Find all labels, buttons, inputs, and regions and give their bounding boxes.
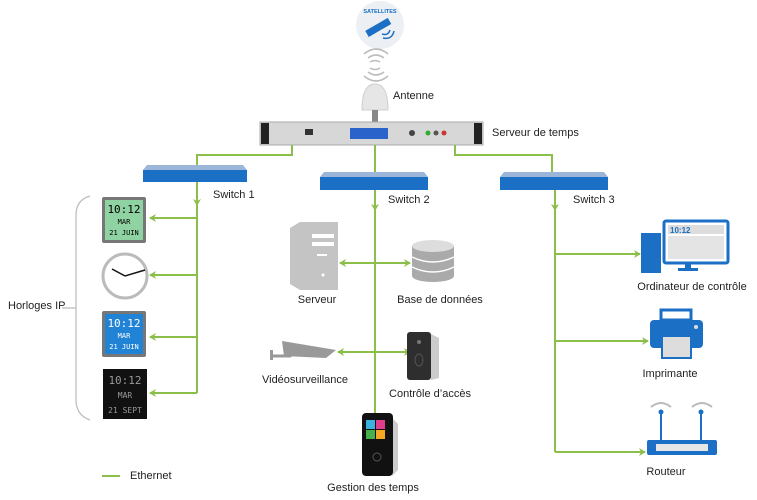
clock-led-black: 10:12 MAR 21 SEPT: [103, 369, 147, 419]
switch-2-icon: [320, 172, 428, 190]
switch-1-icon: [143, 165, 247, 182]
clock-lcd-blue: 10:12 MAR 21 JUIN: [102, 311, 146, 357]
svg-text:10:12: 10:12: [107, 203, 140, 216]
server-label: Serveur: [297, 294, 337, 306]
clock-analog-icon: [101, 252, 149, 300]
ethernet-links: [149, 145, 649, 456]
antenna-icon: [361, 83, 389, 122]
svg-text:21 SEPT: 21 SEPT: [108, 406, 142, 415]
svg-text:MAR: MAR: [118, 391, 133, 400]
router-icon: [647, 402, 717, 455]
control-computer-label: Ordinateur de contrôle: [637, 281, 747, 293]
legend-ethernet-label: Ethernet: [130, 470, 172, 482]
time-management-label: Gestion des temps: [327, 482, 419, 494]
svg-text:10:12: 10:12: [108, 374, 141, 387]
svg-text:MAR: MAR: [118, 332, 131, 340]
time-terminal-icon: [362, 413, 398, 476]
switch-1-label: Switch 1: [213, 189, 255, 201]
satellites-label: SATELLITES: [363, 9, 397, 15]
switch-2-label: Switch 2: [388, 194, 430, 206]
printer-icon: [650, 308, 703, 359]
database-icon: [411, 240, 455, 282]
access-control-icon: [407, 332, 439, 380]
svg-text:10:12: 10:12: [107, 317, 140, 330]
clock-group-bracket: [62, 195, 91, 421]
switch-3-icon: [500, 172, 608, 190]
svg-text:21 JUIN: 21 JUIN: [109, 229, 139, 237]
computer-screen-time: 10:12: [670, 226, 691, 235]
printer-label: Imprimante: [642, 368, 698, 380]
server-tower-icon: [290, 222, 338, 290]
satellite-icon: SATELLITES: [356, 1, 404, 49]
cctv-camera-icon: [270, 341, 336, 360]
time-server-label: Serveur de temps: [492, 127, 579, 139]
ip-clocks-label: Horloges IP: [8, 300, 66, 312]
control-computer-icon: 10:12: [641, 219, 730, 273]
database-label: Base de données: [397, 294, 483, 306]
switch-3-label: Switch 3: [573, 194, 615, 206]
clock-lcd-green: 10:12 MAR 21 JUIN: [102, 197, 146, 243]
svg-text:21 JUIN: 21 JUIN: [109, 343, 139, 351]
access-control-label: Contrôle d’accès: [389, 388, 471, 400]
antenna-label: Antenne: [393, 90, 434, 102]
time-server-icon: [259, 121, 484, 146]
svg-text:MAR: MAR: [118, 218, 131, 226]
router-label: Routeur: [646, 466, 686, 478]
wireless-signal-icon: [363, 48, 389, 82]
cctv-label: Vidéosurveillance: [261, 374, 349, 386]
